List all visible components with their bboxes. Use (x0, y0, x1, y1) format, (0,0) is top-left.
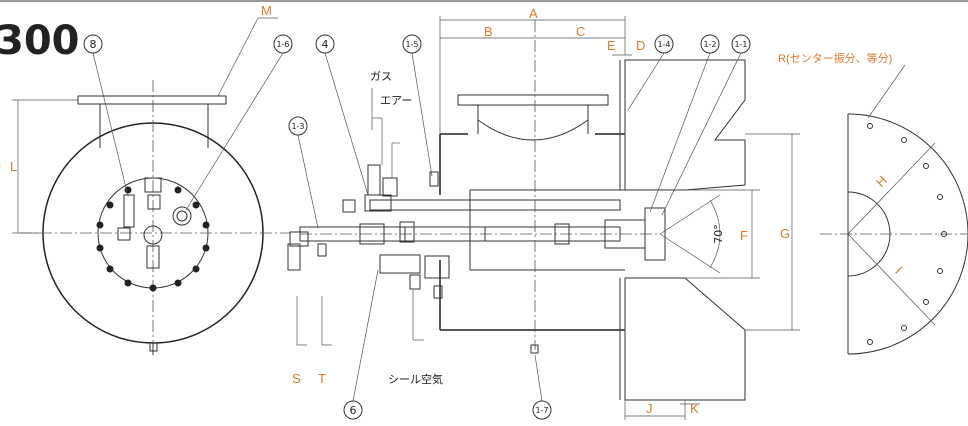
dim-T: T (318, 371, 326, 386)
svg-text:1-6: 1-6 (276, 40, 289, 49)
dim-M: M (261, 3, 272, 18)
dim-F: F (740, 228, 748, 243)
gas-pipe (369, 199, 621, 211)
dim-I: I (892, 264, 905, 277)
svg-text:8: 8 (90, 38, 97, 51)
dim-A: A (529, 6, 538, 21)
dim-G: G (780, 226, 790, 241)
top-flange (77, 95, 227, 105)
dim-D: D (636, 38, 645, 53)
svg-text:4: 4 (322, 38, 329, 51)
svg-text:1-7: 1-7 (535, 406, 548, 415)
bolt-circle (96, 186, 210, 292)
dim-E: E (607, 38, 616, 53)
body-flange (457, 94, 609, 106)
svg-text:6: 6 (350, 404, 357, 417)
model-title: 300 (0, 18, 80, 64)
bolt-arc (847, 113, 968, 355)
side-view: 70° ガス エアー S T シール空気 4 1-5 1-3 6 1- (287, 6, 725, 420)
dim-L: L (10, 159, 17, 174)
flame-angle: 70° (712, 224, 725, 244)
furnace-wall: E D F G J K 1-4 1-2 1-1 (607, 34, 800, 420)
nozzle-detail: R(センター振分、等分) H I (778, 51, 968, 355)
dim-R: R(センター振分、等分) (778, 51, 892, 65)
svg-text:1-5: 1-5 (405, 40, 418, 49)
svg-text:1-1: 1-1 (734, 40, 747, 49)
front-view: L M 8 1-6 (10, 3, 293, 355)
svg-text:1-3: 1-3 (291, 122, 304, 131)
dim-K: K (690, 401, 699, 416)
dim-H: H (873, 173, 890, 190)
dim-J: J (646, 401, 653, 416)
orifice-holes (867, 123, 947, 345)
svg-text:1-2: 1-2 (703, 40, 716, 49)
sight-glass (172, 206, 192, 226)
dim-C: C (576, 24, 585, 39)
label-air: エアー (380, 94, 412, 107)
dim-S: S (292, 371, 301, 386)
svg-text:1-4: 1-4 (657, 40, 670, 49)
label-seal-air: シール空気 (388, 372, 443, 386)
label-gas: ガス (370, 70, 392, 83)
dim-B: B (484, 24, 493, 39)
